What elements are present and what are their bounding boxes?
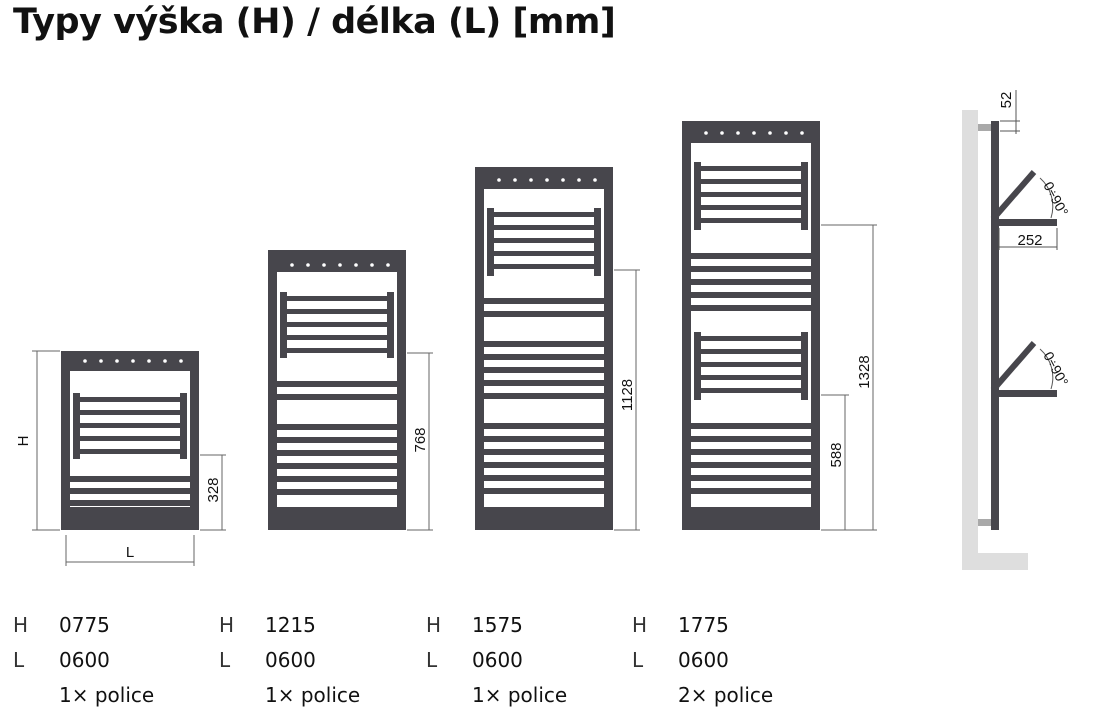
radiator-2-rails [277, 381, 397, 495]
radiator-3-shelf [487, 208, 601, 276]
radiator-3-right-post [604, 167, 613, 530]
dim-label-52: 52 [998, 92, 1015, 109]
radiator-1-right-post [190, 351, 199, 530]
radiator-4-left-post [682, 121, 691, 530]
spec-height-value: 1575 [472, 613, 523, 637]
radiator-2-left-post [268, 250, 277, 530]
spec-shelves-value: 1× police [472, 683, 568, 707]
dim-label-768: 768 [412, 427, 429, 452]
spec-length-key: L [426, 648, 438, 672]
radiator-4-right-post [811, 121, 820, 530]
radiator-1-shelf [73, 393, 187, 459]
dim-label-588: 588 [828, 442, 845, 467]
spec-height-key: H [219, 613, 235, 637]
side-shelf-lower-arm [990, 341, 1037, 392]
side-shelf-lower [991, 390, 1057, 397]
radiator-1-rails [70, 476, 190, 506]
spec-length-value: 0600 [678, 648, 729, 672]
floor [962, 553, 1028, 570]
spec-shelves-value: 2× police [678, 683, 774, 707]
wall-bracket-top [978, 124, 992, 131]
radiator-3-dots [497, 178, 597, 182]
radiator-3-left-post [475, 167, 484, 530]
radiator-2 [268, 250, 406, 530]
spec-height-value: 0775 [59, 613, 110, 637]
radiator-4-shelf-lower [694, 332, 808, 400]
side-shelf-upper-arm [990, 170, 1037, 221]
side-shelf-upper [991, 219, 1057, 226]
radiator-3-rails [484, 298, 604, 494]
spec-shelves-value: 1× police [59, 683, 155, 707]
wall [962, 110, 978, 570]
spec-height-value: 1775 [678, 613, 729, 637]
side-view: 52 252 0÷90° 0÷90° [962, 90, 1072, 570]
page-title: Typy výška (H) / délka (L) [mm] [13, 2, 616, 42]
radiator-2-top-bar [268, 250, 406, 272]
radiator-1-top-bar [61, 351, 199, 371]
dim-label-height-symbol: H [15, 436, 32, 447]
radiator-1-left-post [61, 351, 70, 530]
wall-bracket-bottom [978, 519, 992, 526]
dimension-lines [32, 224, 877, 566]
radiator-1 [61, 351, 199, 530]
radiator-2-bottom-panel [268, 507, 406, 530]
radiator-2-dots [290, 263, 390, 267]
radiator-1-dots [83, 359, 183, 363]
radiator-4-dots [704, 131, 804, 135]
radiator-2-right-post [397, 250, 406, 530]
dim-label-1328: 1328 [856, 355, 873, 388]
radiator-4-rails [691, 253, 811, 494]
spec-length-key: L [13, 648, 25, 672]
spec-length-key: L [632, 648, 644, 672]
dim-label-1128: 1128 [619, 379, 636, 411]
dim-label-angle-upper: 0÷90° [1040, 179, 1071, 219]
side-radiator-profile [991, 121, 999, 530]
spec-length-key: L [219, 648, 231, 672]
spec-length-value: 0600 [472, 648, 523, 672]
spec-shelves-value: 1× police [265, 683, 361, 707]
dim-label-328: 328 [205, 477, 222, 502]
radiator-4-top-bar [682, 121, 820, 143]
spec-length-value: 0600 [59, 648, 110, 672]
spec-height-key: H [13, 613, 29, 637]
dimension-labels: H L 328 768 1128 588 1328 [15, 355, 873, 561]
dim-label-angle-lower: 0÷90° [1040, 349, 1071, 389]
spec-height-key: H [632, 613, 648, 637]
radiator-4-bottom-panel [682, 507, 820, 530]
radiator-1-bottom-panel [61, 507, 199, 530]
radiator-4-shelf-upper [694, 162, 808, 230]
dim-label-252: 252 [1017, 232, 1042, 249]
radiator-types-diagram: H L 328 768 1128 588 1328 [15, 90, 1072, 570]
radiator-3-bottom-panel [475, 507, 613, 530]
dim-label-length-symbol: L [126, 544, 134, 561]
spec-height-key: H [426, 613, 442, 637]
radiator-3-top-bar [475, 167, 613, 189]
radiator-2-shelf [280, 292, 394, 358]
spec-height-value: 1215 [265, 613, 316, 637]
radiator-4 [682, 121, 820, 530]
spec-length-value: 0600 [265, 648, 316, 672]
radiator-3 [475, 167, 613, 530]
